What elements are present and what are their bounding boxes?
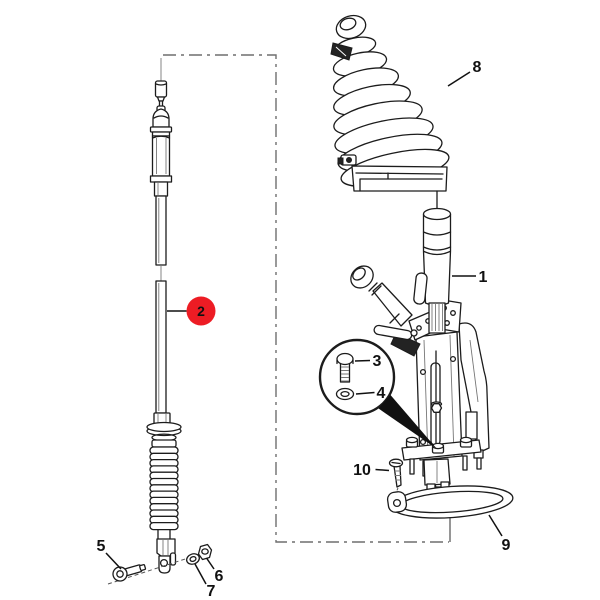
callout-label-9[interactable]: 9	[502, 537, 511, 554]
callout-label-5[interactable]: 5	[97, 538, 106, 555]
clevis-pin-bolt-drawing	[112, 564, 147, 582]
nut-6-drawing	[197, 543, 213, 561]
callout-label-8[interactable]: 8	[473, 59, 482, 76]
callout-label-3[interactable]: 3	[373, 353, 382, 370]
screw-10-drawing	[388, 458, 404, 503]
callout-leader-lines	[105, 71, 503, 585]
callout-label-4[interactable]: 4	[377, 385, 386, 402]
cable-end-hardware	[107, 543, 214, 585]
callout-badge-2[interactable]: 2	[186, 296, 216, 326]
gasket-drawing	[386, 485, 514, 519]
callout-label-7[interactable]: 7	[207, 583, 216, 600]
crossbar-bolts	[405, 436, 473, 454]
detail-circle	[318, 338, 437, 449]
washer-4-drawing	[335, 387, 355, 401]
cable-bellows	[149, 446, 179, 531]
lever-assembly-drawing	[350, 207, 490, 496]
boot-drawing	[330, 14, 450, 210]
phantom-connector-line	[163, 54, 451, 543]
washer-7-drawing	[186, 553, 200, 565]
callout-labels: 1 2 3 4 5 6 7 8 9 10	[97, 59, 511, 600]
callout-label-2: 2	[197, 303, 205, 319]
screw-3-drawing	[336, 352, 354, 383]
callout-label-6[interactable]: 6	[215, 568, 224, 585]
highlight-circle	[186, 296, 216, 326]
callout-label-1[interactable]: 1	[479, 269, 488, 286]
detail-pointer-wedge	[378, 395, 437, 449]
shift-cable-drawing	[146, 58, 182, 574]
callout-label-10[interactable]: 10	[353, 462, 371, 479]
